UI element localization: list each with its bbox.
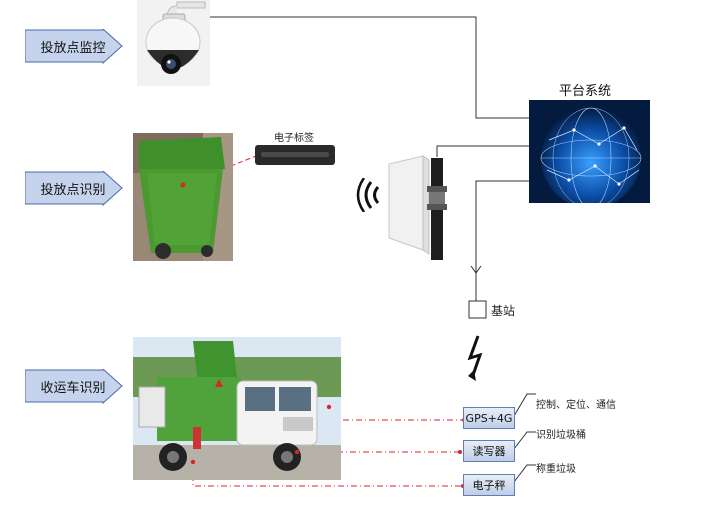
tag-label: 电子标签	[274, 133, 314, 144]
scale-device-label: 电子秤	[472, 479, 506, 492]
base-station-box	[468, 300, 487, 319]
label-recognize-point-text: 投放点识别	[40, 183, 106, 198]
wireless-signal-icon	[356, 177, 380, 213]
label-vehicle: 收运车识别	[25, 369, 124, 404]
gps-description: 控制、定位、通信	[536, 400, 616, 411]
label-monitor: 投放点监控	[25, 29, 124, 64]
electronic-tag-image	[255, 145, 335, 165]
scale-description: 称重垃圾	[536, 464, 576, 475]
rfid-reader-antenna-image	[383, 150, 458, 260]
reader-platform-line	[436, 145, 530, 157]
reader-device-label: 读写器	[472, 445, 506, 458]
reader-device-box: 读写器	[463, 440, 515, 462]
base-station-label: 基站	[491, 304, 516, 318]
camera-platform-line	[205, 16, 530, 119]
dome-camera-image	[137, 0, 210, 86]
platform-title: 平台系统	[559, 84, 612, 99]
reader-description: 识别垃圾桶	[536, 430, 586, 441]
wireless-link-icon	[467, 335, 483, 379]
base-platform-line	[475, 180, 530, 268]
scale-dash-line	[192, 462, 463, 487]
scale-device-box: 电子秤	[463, 474, 515, 496]
gps-device-box: GPS+4G	[463, 407, 515, 429]
platform-globe-image	[529, 100, 650, 203]
label-vehicle-text: 收运车识别	[40, 381, 106, 396]
gps-device-label: GPS+4G	[465, 411, 513, 425]
garbage-truck-image	[133, 337, 341, 480]
label-recognize-point: 投放点识别	[25, 171, 124, 206]
green-bin-image	[133, 133, 233, 261]
label-monitor-text: 投放点监控	[40, 41, 106, 56]
